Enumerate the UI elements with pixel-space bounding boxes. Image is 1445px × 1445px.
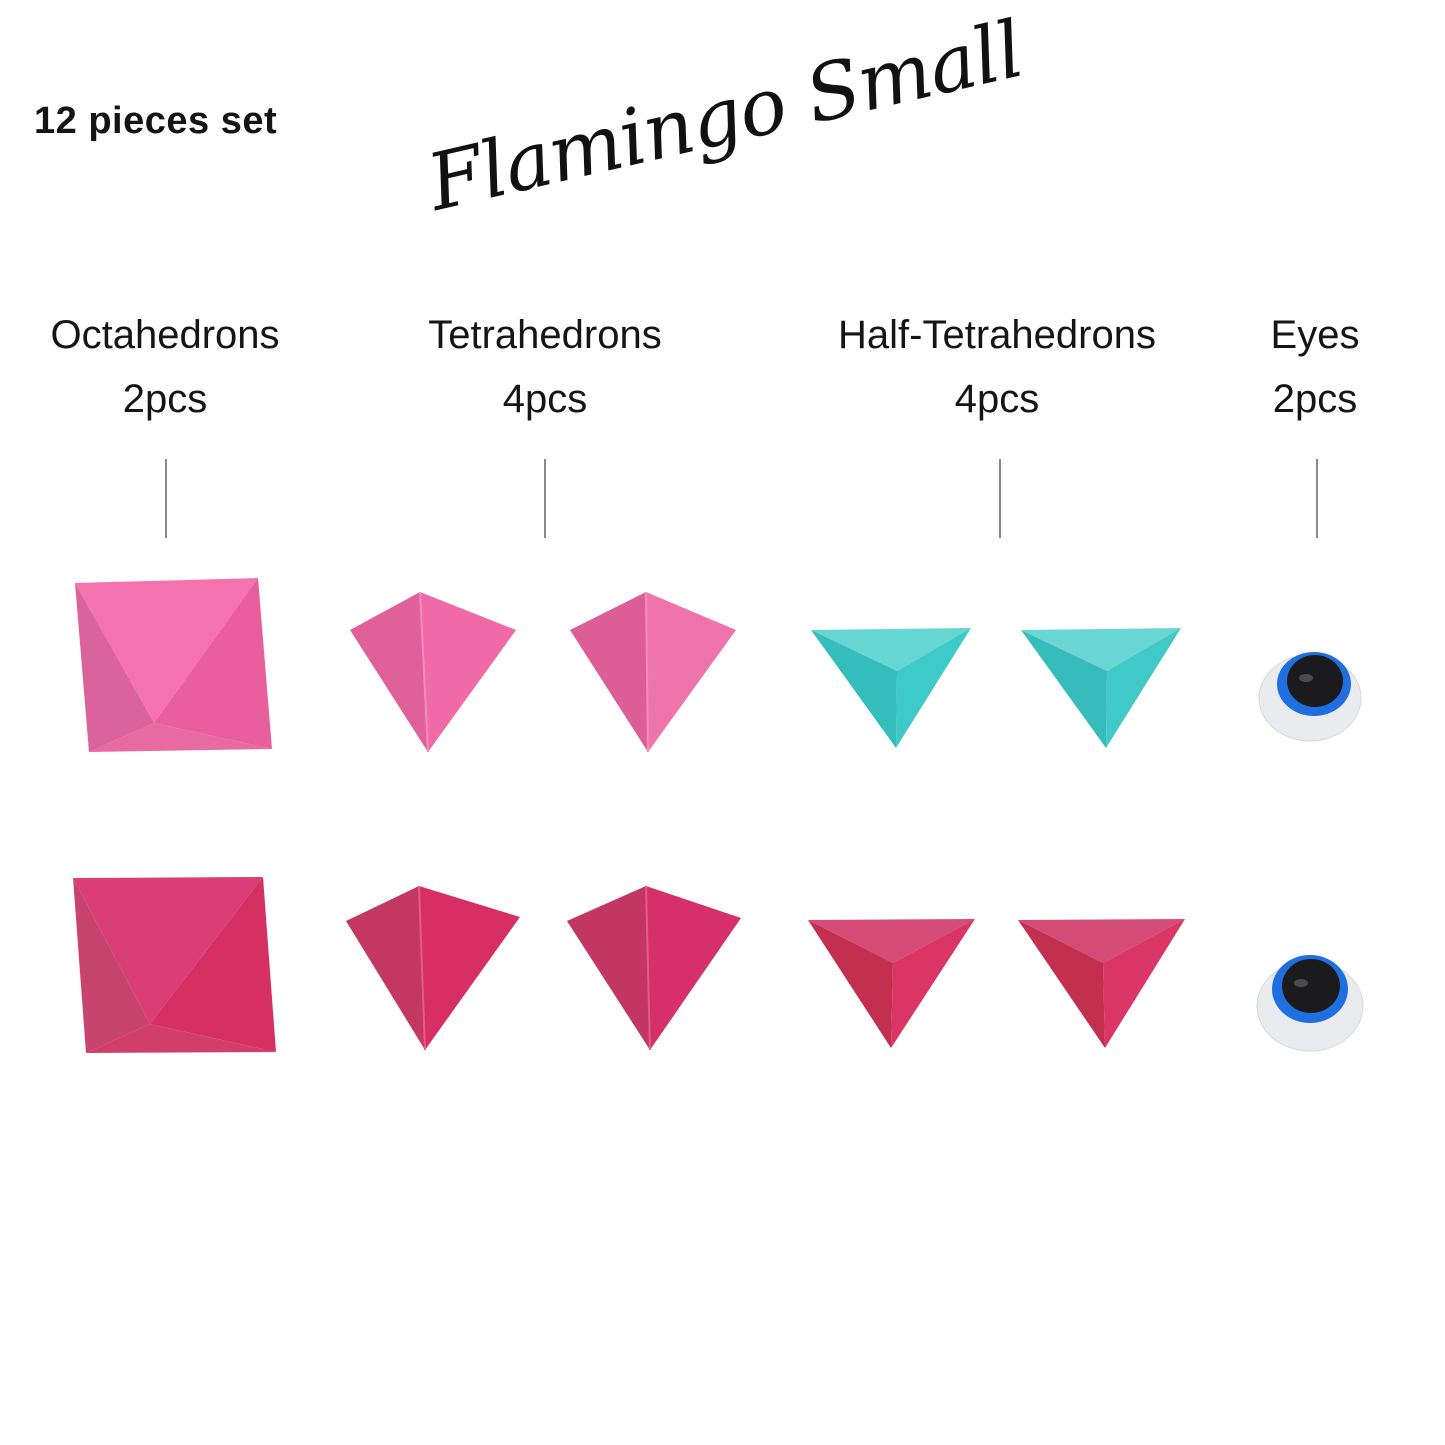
category-name: Eyes: [1270, 313, 1360, 357]
set-count-label: 12 pieces set: [34, 100, 278, 142]
half-tetrahedron-turquoise-icon: [1021, 628, 1181, 748]
category-name: Half-Tetrahedrons: [838, 313, 1156, 357]
half-tetrahedron-dark-pink-icon: [808, 919, 975, 1048]
divider-tick: [544, 459, 546, 538]
half-tetrahedron-dark-pink-icon: [1018, 919, 1185, 1048]
divider-tick: [165, 459, 167, 538]
product-title: Flamingo Small: [420, 5, 1031, 229]
category-qty: 2pcs: [122, 377, 208, 421]
divider-tick: [1316, 459, 1318, 538]
tetrahedron-light-pink-icon: [570, 591, 736, 753]
googly-eye-icon: [1256, 955, 1364, 1052]
category-qty: 4pcs: [502, 377, 588, 421]
tetrahedron-dark-pink-icon: [346, 885, 520, 1051]
divider-tick: [999, 459, 1001, 538]
category-tetrahedrons: Tetrahedrons 4pcs: [395, 315, 695, 419]
category-name: Tetrahedrons: [428, 313, 662, 357]
octahedron-dark-pink-icon: [73, 877, 276, 1053]
category-half-tetrahedrons: Half-Tetrahedrons 4pcs: [797, 315, 1197, 419]
half-tetrahedron-turquoise-icon: [811, 628, 971, 748]
category-octahedrons: Octahedrons 2pcs: [15, 315, 315, 419]
category-eyes: Eyes 2pcs: [1215, 315, 1415, 419]
googly-eye-icon: [1258, 652, 1362, 742]
product-title-text: Flamingo Small: [419, 4, 1031, 229]
category-qty: 2pcs: [1272, 377, 1358, 421]
octahedron-light-pink-icon: [75, 578, 272, 752]
tetrahedron-dark-pink-icon: [567, 885, 741, 1051]
tetrahedron-light-pink-icon: [350, 591, 516, 753]
category-qty: 4pcs: [954, 377, 1040, 421]
category-name: Octahedrons: [50, 313, 280, 357]
